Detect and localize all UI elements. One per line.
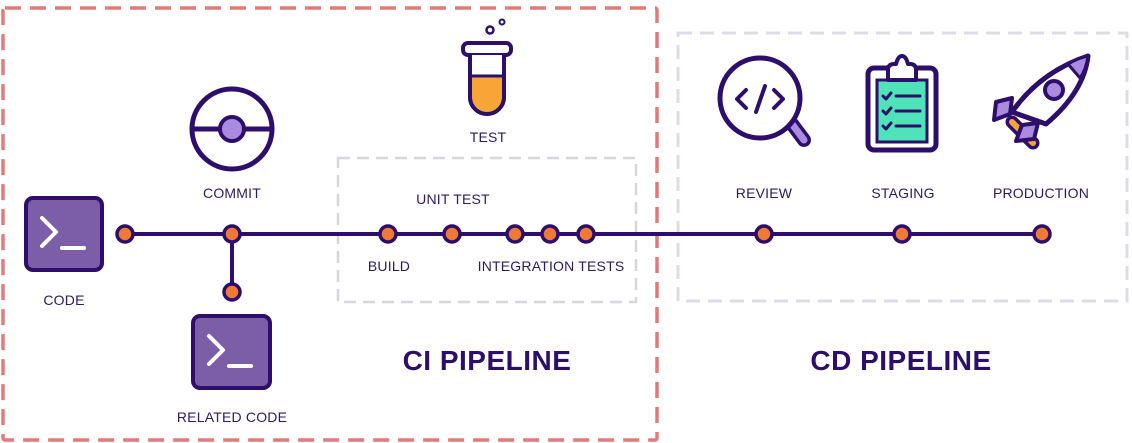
label-commit: COMMIT [203,185,261,201]
cd-pipeline-title: CD PIPELINE [810,345,992,376]
terminal-icon [191,314,272,390]
terminal-icon [24,196,104,272]
node-review [754,224,774,244]
label-related-code: RELATED CODE [176,409,288,425]
test-group-border [336,156,638,304]
rocket-icon [992,53,1091,150]
label-test: TEST [469,129,507,145]
label-code: CODE [43,292,85,308]
label-review: REVIEW [735,185,793,201]
ci-pipeline-title: CI PIPELINE [402,345,572,376]
label-staging: STAGING [871,185,935,201]
node-unit-test [442,224,462,244]
label-build: BUILD [367,258,411,274]
test-tube-icon [461,18,513,116]
label-unit-test: UNIT TEST [416,191,490,207]
node-production [1032,224,1052,244]
node-integration-1 [505,224,525,244]
node-code [115,224,135,244]
label-integration-tests: INTEGRATION TESTS [477,258,625,274]
pipeline-nodes [115,224,1052,302]
commit-icon [189,86,275,172]
node-integration-2 [540,224,560,244]
node-commit [222,224,242,244]
cd-pipeline-border [676,31,1129,303]
code-review-icon [717,55,811,147]
node-integration-3 [576,224,596,244]
node-related-code [222,282,242,302]
label-production: PRODUCTION [992,185,1090,201]
node-build [378,224,398,244]
clipboard-checklist-icon [865,54,939,153]
ci-pipeline-border [1,6,659,442]
node-staging [892,224,912,244]
